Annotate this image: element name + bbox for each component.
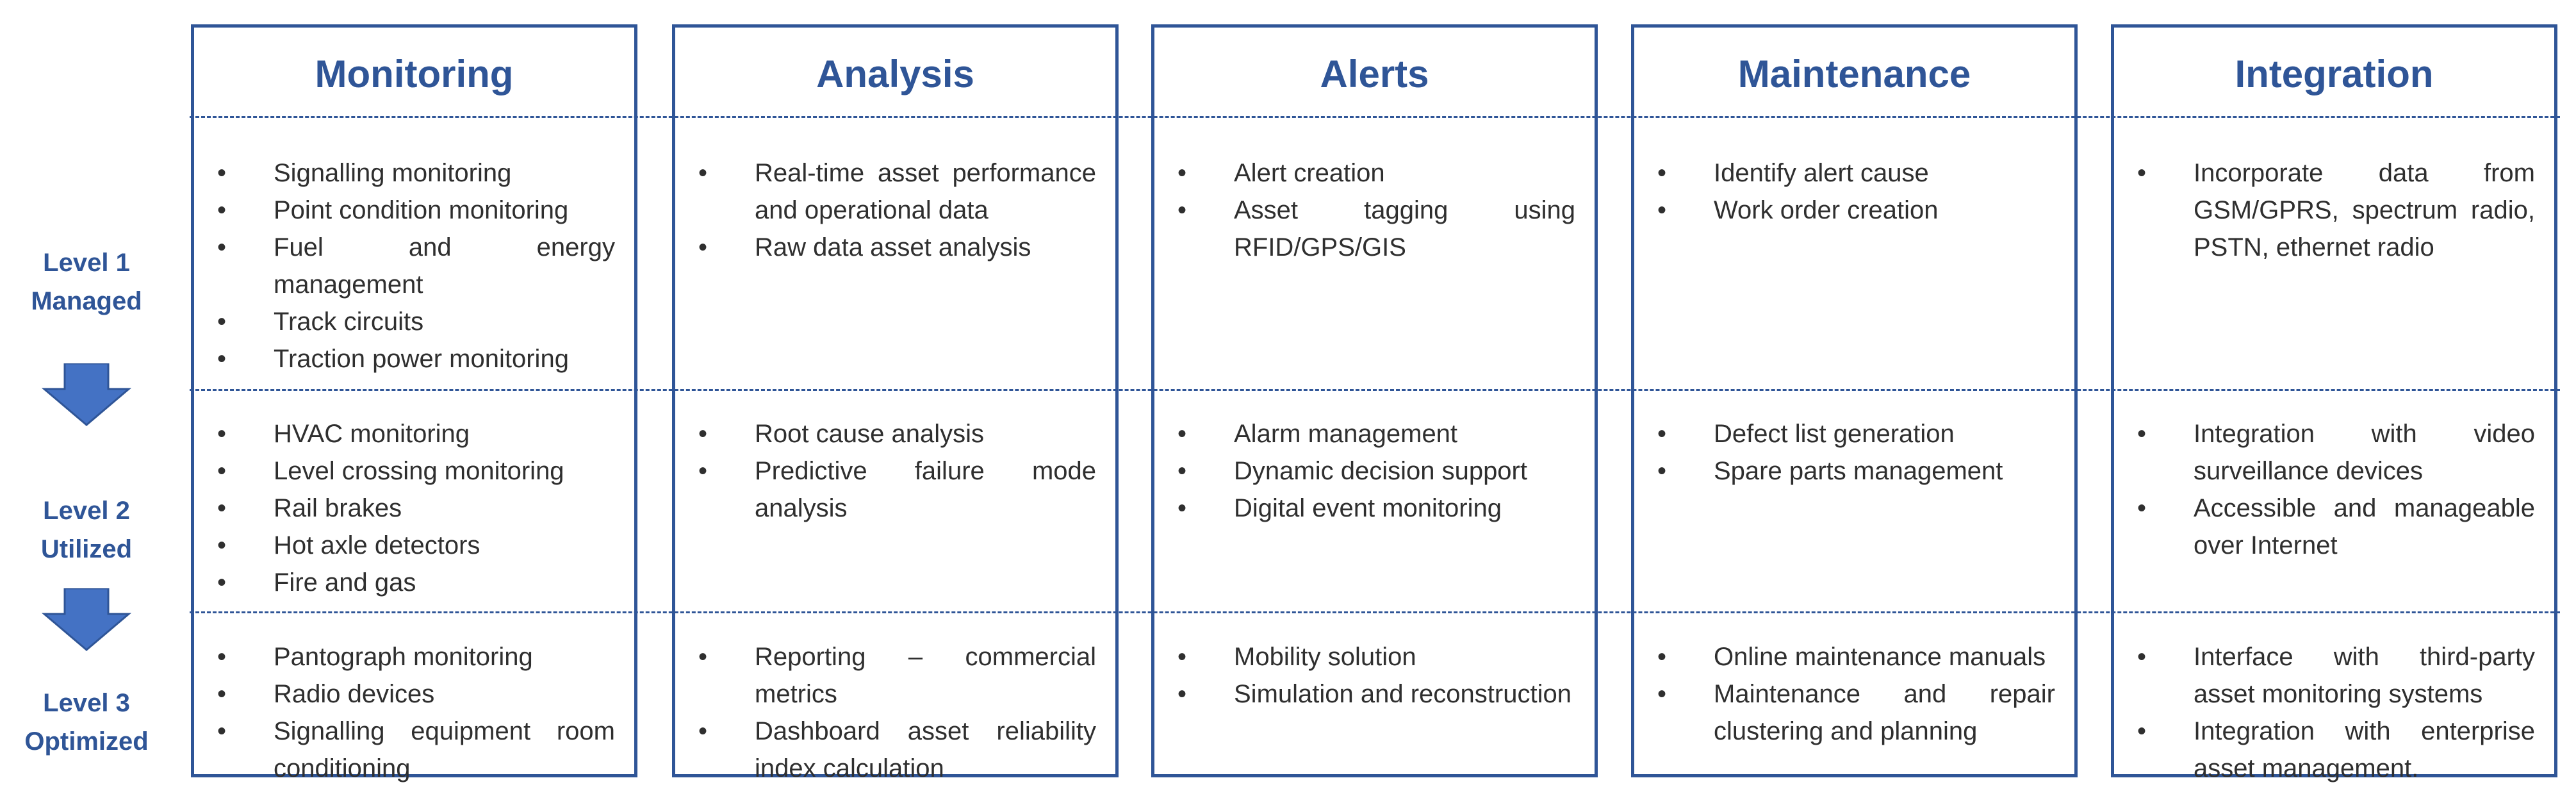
list-item: Rail brakes <box>213 490 615 527</box>
column-analysis: Analysis Real-time asset performance and… <box>672 24 1119 782</box>
level-3-name: Optimized <box>24 727 149 756</box>
list-item: Asset tagging using RFID/GPS/GIS <box>1174 192 1575 266</box>
level-2-title: Level 2 <box>43 497 130 525</box>
level-1-name: Managed <box>31 287 142 315</box>
list-item: Traction power monitoring <box>213 340 615 377</box>
column-monitoring: Monitoring Signalling monitoring Point c… <box>191 24 637 782</box>
level-1-cell: Signalling monitoring Point condition mo… <box>213 154 615 377</box>
level-divider <box>190 611 2560 613</box>
level-2-name: Utilized <box>40 535 133 563</box>
list-item: Alert creation <box>1174 154 1575 192</box>
level-2-label: Level 2 Utilized <box>0 492 173 568</box>
list-item: HVAC monitoring <box>213 415 615 452</box>
list-item: Root cause analysis <box>694 415 1096 452</box>
list-item: Raw data asset analysis <box>694 229 1096 266</box>
level-1-title: Level 1 <box>43 249 130 277</box>
list-item: Signalling monitoring <box>213 154 615 192</box>
level-2-cell: Integration with video surveillance devi… <box>2133 415 2535 564</box>
list-item: Reporting – commercial metrics <box>694 638 1096 713</box>
list-item: Dynamic decision support <box>1174 452 1575 490</box>
level-3-cell: Mobility solution Simulation and reconst… <box>1174 638 1575 713</box>
list-item: Signalling equipment room conditioning <box>213 713 615 787</box>
list-item: Simulation and reconstruction <box>1174 675 1575 713</box>
column-title: Analysis <box>816 53 974 95</box>
list-item: Identify alert cause <box>1653 154 2055 192</box>
list-item: Integration with video surveillance devi… <box>2133 415 2535 490</box>
column-title: Integration <box>2235 53 2434 95</box>
level-3-cell: Interface with third-party asset monitor… <box>2133 638 2535 787</box>
column-title: Maintenance <box>1737 53 1971 95</box>
list-item: Online maintenance manuals <box>1653 638 2055 675</box>
column-title: Alerts <box>1320 53 1429 95</box>
level-1-cell: Alert creation Asset tagging using RFID/… <box>1174 154 1575 266</box>
header-divider <box>190 116 2560 118</box>
level-1-label: Level 1 Managed <box>0 244 173 320</box>
list-item: Spare parts management <box>1653 452 2055 490</box>
list-item: Maintenance and repair clustering and pl… <box>1653 675 2055 750</box>
level-2-cell: Alarm management Dynamic decision suppor… <box>1174 415 1575 527</box>
column-maintenance: Maintenance Identify alert cause Work or… <box>1631 24 2078 777</box>
list-item: Mobility solution <box>1174 638 1575 675</box>
level-1-cell: Real-time asset performance and operatio… <box>694 154 1096 266</box>
list-item: Fire and gas <box>213 564 615 601</box>
level-2-cell: HVAC monitoring Level crossing monitorin… <box>213 415 615 601</box>
list-item: Alarm management <box>1174 415 1575 452</box>
arrow-down-icon <box>41 363 132 426</box>
level-divider <box>190 389 2560 391</box>
list-item: Work order creation <box>1653 192 2055 229</box>
list-item: Dashboard asset reliability index calcul… <box>694 713 1096 787</box>
list-item: Fuel and energy management <box>213 229 615 303</box>
level-3-title: Level 3 <box>43 689 130 717</box>
list-item: Pantograph monitoring <box>213 638 615 675</box>
level-3-label: Level 3 Optimized <box>0 684 173 761</box>
level-2-cell: Root cause analysis Predictive failure m… <box>694 415 1096 527</box>
column-alerts: Alerts Alert creation Asset tagging usin… <box>1151 24 1598 777</box>
list-item: Point condition monitoring <box>213 192 615 229</box>
list-item: Track circuits <box>213 303 615 340</box>
list-item: Predictive failure mode analysis <box>694 452 1096 527</box>
level-2-cell: Defect list generation Spare parts manag… <box>1653 415 2055 490</box>
level-3-cell: Online maintenance manuals Maintenance a… <box>1653 638 2055 750</box>
level-3-cell: Pantograph monitoring Radio devices Sign… <box>213 638 615 787</box>
column-integration: Integration Incorporate data from GSM/GP… <box>2111 24 2557 782</box>
list-item: Level crossing monitoring <box>213 452 615 490</box>
list-item: Defect list generation <box>1653 415 2055 452</box>
column-title: Monitoring <box>315 53 514 95</box>
arrow-down-icon <box>41 588 132 651</box>
list-item: Digital event monitoring <box>1174 490 1575 527</box>
level-3-cell: Reporting – commercial metrics Dashboard… <box>694 638 1096 787</box>
list-item: Integration with enterprise asset manage… <box>2133 713 2535 787</box>
list-item: Accessible and manageable over Internet <box>2133 490 2535 564</box>
list-item: Radio devices <box>213 675 615 713</box>
list-item: Interface with third-party asset monitor… <box>2133 638 2535 713</box>
level-1-cell: Identify alert cause Work order creation <box>1653 154 2055 229</box>
level-1-cell: Incorporate data from GSM/GPRS, spectrum… <box>2133 154 2535 266</box>
list-item: Real-time asset performance and operatio… <box>694 154 1096 229</box>
list-item: Incorporate data from GSM/GPRS, spectrum… <box>2133 154 2535 266</box>
list-item: Hot axle detectors <box>213 527 615 564</box>
